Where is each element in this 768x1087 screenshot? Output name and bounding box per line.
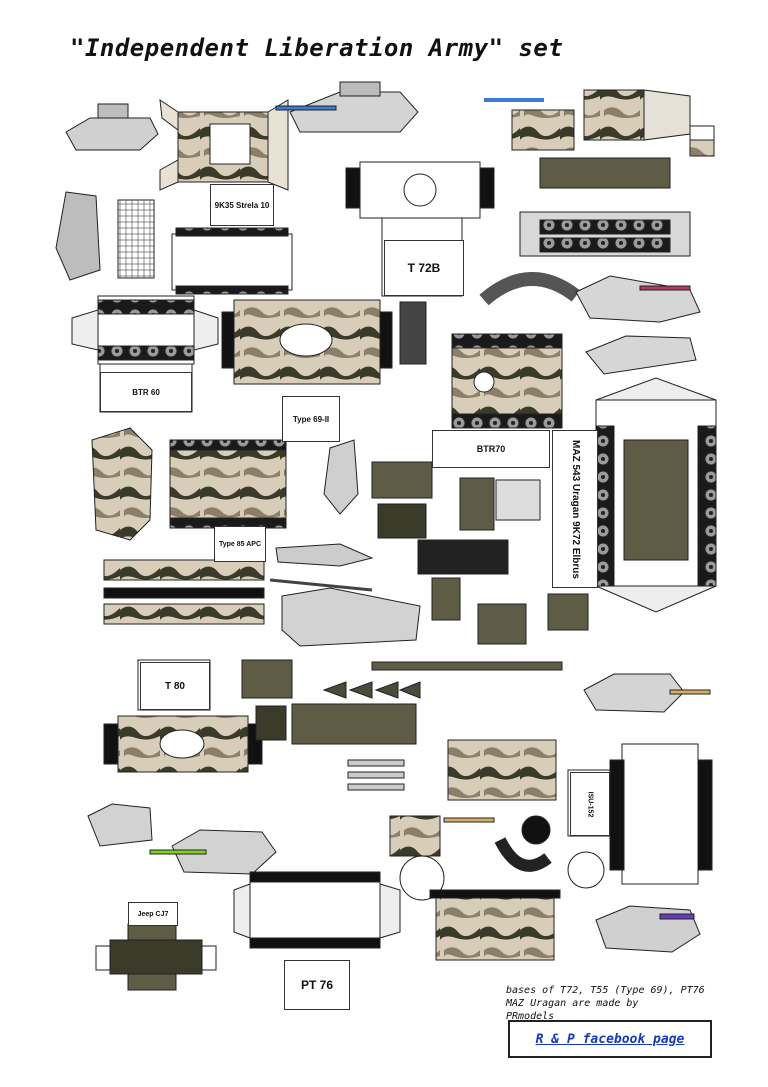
olive-parts (371, 461, 541, 575)
camo-net-bottom (429, 889, 561, 961)
track-arc (479, 271, 581, 306)
tank-model-grey-1 (65, 103, 159, 151)
small-olive-parts (371, 577, 589, 671)
ramp-part (323, 439, 359, 515)
round-part (567, 851, 605, 889)
label-maz-text: MAZ 543 Uragan 9K72 Elbrus (569, 439, 581, 579)
track-strips-type85 (103, 559, 265, 625)
type69-net (221, 299, 393, 385)
strela-hull-net (55, 191, 293, 295)
label-btr70: BTR70 (432, 430, 550, 468)
tank-net-topright (583, 89, 715, 157)
label-pt76: PT 76 (284, 960, 350, 1010)
label-type85: Type 85 APC (214, 526, 266, 562)
label-isu152-text: ISU-152 (586, 791, 594, 817)
vehicle-model-grey-3 (575, 275, 701, 375)
credits-line-2: MAZ Uragan are made by (506, 998, 639, 1009)
block-model-grey (87, 803, 153, 847)
missile-part (269, 543, 421, 647)
tank-model-grey-5 (595, 905, 701, 953)
label-type69: Type 69-II (282, 396, 340, 442)
track-center (255, 703, 417, 745)
label-maz: MAZ 543 Uragan 9K72 Elbrus (552, 430, 598, 588)
btr70-net (451, 333, 563, 429)
gun-barrel-part (484, 98, 544, 102)
tank-model-green-gun (149, 829, 277, 875)
pt76-net (233, 871, 401, 949)
jeep-net (95, 923, 217, 991)
sheet-title: "Independent Liberation Army" set (70, 34, 564, 62)
turret-net (389, 815, 445, 901)
label-btr60: BTR 60 (100, 372, 192, 412)
label-isu152: ISU-152 (570, 772, 610, 836)
type85-net (91, 427, 287, 541)
tank-model-grey-2 (275, 81, 419, 133)
track-strip-right (519, 157, 691, 257)
credits-note: bases of T72, T55 (Type 69), PT76 MAZ Ur… (506, 984, 756, 1023)
camo-net-center (447, 739, 557, 845)
track-piece (399, 301, 427, 365)
tank-model-grey-4 (583, 673, 711, 713)
facebook-link[interactable]: R & P facebook page (508, 1020, 712, 1058)
credits-line-3: PRmodels (506, 1011, 555, 1022)
label-t80: T 80 (140, 662, 210, 710)
label-t72b: T 72B (384, 240, 464, 296)
strela-net (159, 98, 289, 191)
rod-parts (347, 759, 495, 823)
camo-panel (511, 109, 575, 151)
maz-uragan-net (595, 377, 717, 613)
label-strela: 9K35 Strela 10 (210, 184, 274, 226)
credits-line-1: bases of T72, T55 (Type 69), PT76 (506, 985, 705, 996)
arrow-parts (322, 681, 421, 699)
label-jeep: Jeep CJ7 (128, 902, 178, 926)
curved-part (494, 837, 552, 872)
